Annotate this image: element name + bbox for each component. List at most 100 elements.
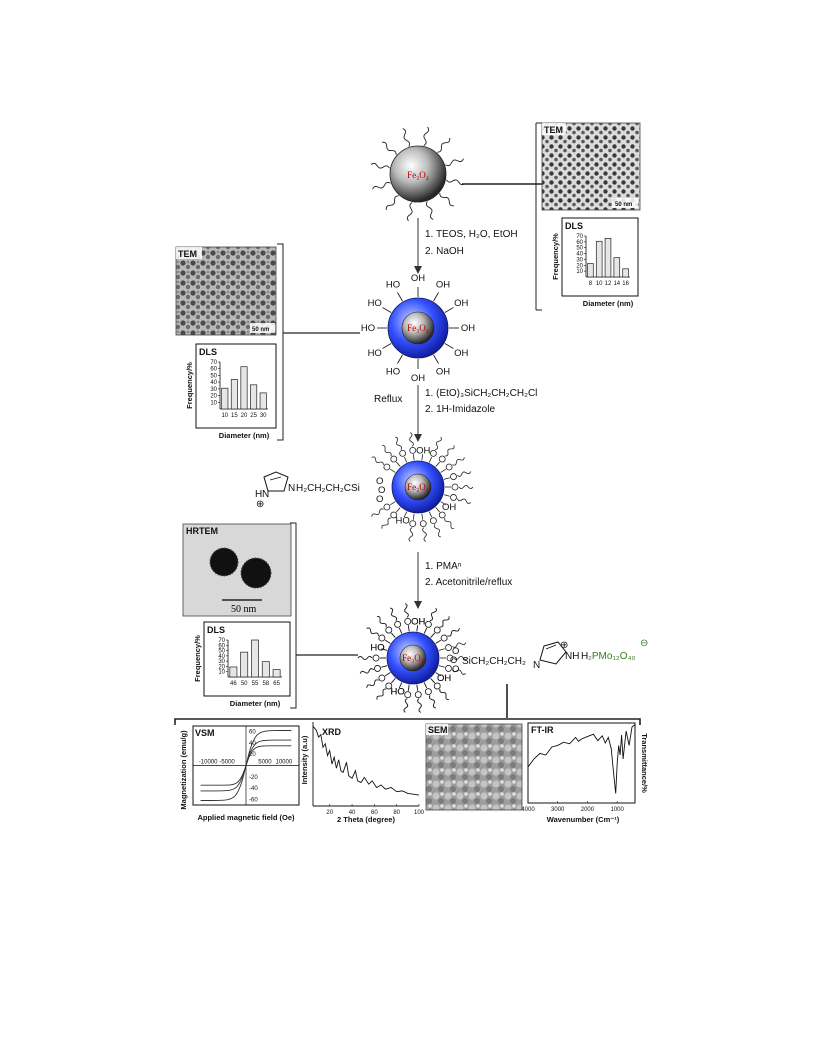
xrd-pattern <box>312 725 420 796</box>
tem-image <box>541 122 641 211</box>
x-tick-label: 65 <box>273 681 280 687</box>
ligand-chain <box>402 128 411 147</box>
bond-line <box>443 477 450 480</box>
x-tick-label: -10000 <box>199 760 218 766</box>
negative-charge: ⊖ <box>640 638 648 649</box>
ligand-chain <box>376 616 387 627</box>
bare-fe3o4-nanoparticle: Fe₃O₄ <box>370 126 466 222</box>
bond-line <box>391 678 396 684</box>
bond-line <box>444 343 454 349</box>
bond-line <box>396 507 401 513</box>
tem-title: TEM <box>178 249 197 259</box>
y-tick-label: -60 <box>249 797 258 803</box>
bond-line <box>438 665 445 668</box>
x-tick-label: 8 <box>589 281 593 287</box>
y-tick-label: 30 <box>576 257 583 263</box>
ligand-chain <box>371 508 384 517</box>
hydroxyl-label: OH <box>411 616 425 627</box>
hydroxyl-label: OH <box>437 673 451 684</box>
y-tick-label: 30 <box>218 659 225 665</box>
x-tick-label: 10 <box>221 413 228 419</box>
y-tick-label: 40 <box>218 654 225 660</box>
bond-line <box>398 627 403 634</box>
xrd-ylabel: Intensity (a.u) <box>300 735 309 784</box>
oxygen-atom <box>404 691 412 699</box>
bond-line <box>423 627 428 634</box>
bond-line <box>381 665 388 668</box>
ligand-chain <box>452 457 465 466</box>
dls-bar <box>229 666 238 678</box>
sem-panel: SEM <box>425 723 523 811</box>
imidazolium-pma-linker-right: O O O SiCH₂CH₂CH₂ N ⊕ NH H ₂PMo₁₂O₄₀ ⊖ <box>450 638 648 675</box>
vsm-xlabel: Applied magnetic field (Oe) <box>197 813 295 822</box>
ligand-chain <box>366 679 379 688</box>
imidazole-ring <box>539 641 567 665</box>
ligand-chain <box>404 603 409 618</box>
y-tick-label: 50 <box>210 373 217 379</box>
hydroxyl-label: HO <box>361 323 375 334</box>
x-tick-label: 55 <box>252 681 259 687</box>
ligand-chain <box>357 655 373 661</box>
sem-image <box>425 723 523 811</box>
x-tick-label: 20 <box>241 413 248 419</box>
y-tick-label: 60 <box>249 730 256 736</box>
particle-image <box>209 547 239 577</box>
y-tick-label: 60 <box>576 240 583 246</box>
ligand-chain <box>385 195 399 211</box>
bond-line <box>440 501 446 506</box>
title-backdrop <box>426 724 448 735</box>
scale-bar-label: 50 nm <box>231 604 257 615</box>
ligand-chain <box>404 603 409 618</box>
x-tick-label: 10000 <box>276 760 293 766</box>
y-tick-label: 40 <box>576 252 583 258</box>
scale-bar-label: 50 nm <box>615 202 632 208</box>
y-tick-label: -40 <box>249 786 258 792</box>
oxygen-atom <box>451 483 459 491</box>
bond-line <box>423 682 428 689</box>
dls-ylabel: Frequency/% <box>193 635 202 682</box>
oxygen-atom <box>429 449 437 457</box>
hydroxyl-label: OH <box>461 323 475 334</box>
bond-line <box>416 625 419 632</box>
x-tick-label: 14 <box>613 281 620 287</box>
linker-o1: O <box>452 646 459 657</box>
ligand-chain <box>437 137 451 153</box>
dls-ylabel: Frequency/% <box>185 362 194 409</box>
x-tick-label: -5000 <box>219 760 235 766</box>
hydroxyl-label: OH <box>454 348 468 359</box>
ligand-chain <box>376 688 387 700</box>
bond-line <box>382 307 392 313</box>
oxygen-atom <box>383 463 391 471</box>
vsm-ylabel: Magnetization (emu/g) <box>179 730 188 810</box>
imidazolium-linker-left: N H N ⊕ H₂CH₂CH₂CSi O O O <box>255 471 385 510</box>
bond-line <box>428 511 433 518</box>
oxygen-atom <box>385 626 393 634</box>
double-bond <box>545 644 557 650</box>
ligand-chain <box>452 642 467 648</box>
ftir-ylabel: Transmittance/% <box>640 733 649 793</box>
x-tick-label: 30 <box>260 413 267 419</box>
oxygen-atom <box>429 517 437 525</box>
y-tick-label: 70 <box>576 234 583 240</box>
ring-nh-n: N <box>262 489 269 500</box>
ligand-chain <box>439 689 450 700</box>
ligand-chain <box>433 524 441 538</box>
step1-base: 2. NaOH <box>425 246 464 257</box>
ligand-chain <box>366 627 379 636</box>
dls-title: DLS <box>199 347 217 357</box>
ligand-chain <box>372 181 391 190</box>
dls-bar <box>604 237 612 278</box>
y-tick-label: 10 <box>218 670 225 676</box>
ligand-chain <box>376 616 387 627</box>
y-tick-label: -20 <box>249 775 258 781</box>
ftir-xlabel: Wavenumber (Cm⁻¹) <box>547 815 620 824</box>
dls-bar <box>613 257 621 278</box>
ligand-chain <box>444 445 455 457</box>
ligand-chain <box>434 436 442 451</box>
ligand-chain <box>439 689 450 700</box>
ligand-chain <box>371 456 384 465</box>
